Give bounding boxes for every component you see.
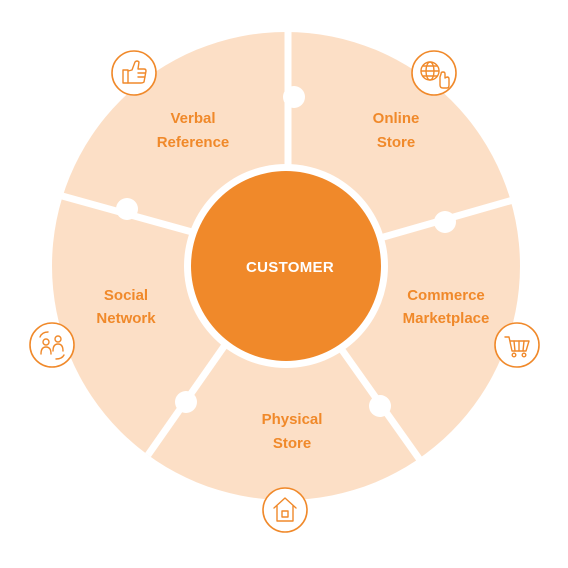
storefront-icon — [262, 487, 308, 533]
customer-label: CUSTOMER — [246, 259, 334, 276]
segment-label-line1: Social — [104, 287, 148, 304]
segment-online-store: Online Store — [373, 110, 420, 151]
segment-label-line2: Network — [96, 310, 156, 327]
segment-label-line1: Online — [373, 110, 420, 127]
segment-commerce-marketplace: Commerce Marketplace — [403, 287, 490, 327]
shopping-cart-icon — [494, 322, 540, 368]
segment-dividers — [54, 30, 521, 463]
segment-verbal-reference: Verbal Reference — [157, 110, 230, 151]
segment-label-line2: Store — [273, 435, 311, 452]
segment-label-line1: Physical — [262, 411, 323, 428]
customer-center-circle — [191, 171, 381, 361]
people-network-icon — [29, 322, 75, 368]
thumbs-up-icon — [111, 50, 157, 96]
segment-label-line2: Reference — [157, 134, 230, 151]
segment-social-network: Social Network — [96, 287, 156, 327]
globe-hand-icon — [411, 50, 457, 96]
segment-label-line2: Store — [377, 134, 415, 151]
segment-physical-store: Physical Store — [262, 411, 323, 452]
segment-label-line1: Commerce — [407, 287, 485, 304]
segment-label-line2: Marketplace — [403, 310, 490, 327]
segment-label-line1: Verbal — [170, 110, 215, 127]
